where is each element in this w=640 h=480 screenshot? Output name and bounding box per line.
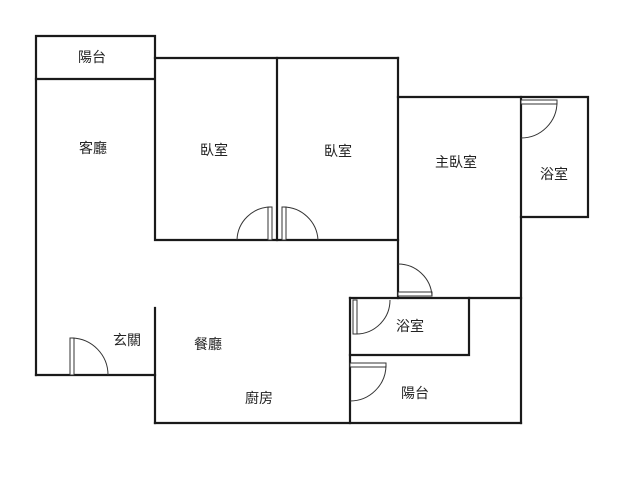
label-bathroom: 浴室 <box>396 318 424 335</box>
master-bath-walls <box>396 95 590 219</box>
doors <box>69 99 558 402</box>
room-labels: 陽台 客廳 臥室 臥室 主臥室 浴室 浴室 玄關 餐廳 廚房 陽台 <box>78 50 568 407</box>
bath-walls <box>348 296 471 357</box>
bedroom-2-door-icon <box>281 206 319 241</box>
entrance-door-icon <box>69 337 109 376</box>
label-bedroom-2: 臥室 <box>324 143 352 160</box>
label-master-bathroom: 浴室 <box>540 166 568 183</box>
label-dining-room: 餐廳 <box>194 336 222 353</box>
bedroom-1-door-icon <box>236 206 273 241</box>
label-living-room: 客廳 <box>79 140 107 157</box>
balcony-living-walls <box>34 34 400 242</box>
label-balcony-bottom: 陽台 <box>401 386 429 402</box>
balcony-door-icon <box>349 362 387 402</box>
label-master-bedroom: 主臥室 <box>435 154 477 171</box>
label-kitchen: 廚房 <box>245 390 273 407</box>
bathroom-door-icon <box>352 299 391 335</box>
master-bathroom-door-icon <box>520 99 558 139</box>
master-bedroom-door-icon <box>397 263 433 297</box>
label-bedroom-1: 臥室 <box>200 142 228 159</box>
label-balcony-top: 陽台 <box>78 50 106 66</box>
label-entrance: 玄關 <box>113 332 141 349</box>
walls <box>34 34 590 425</box>
